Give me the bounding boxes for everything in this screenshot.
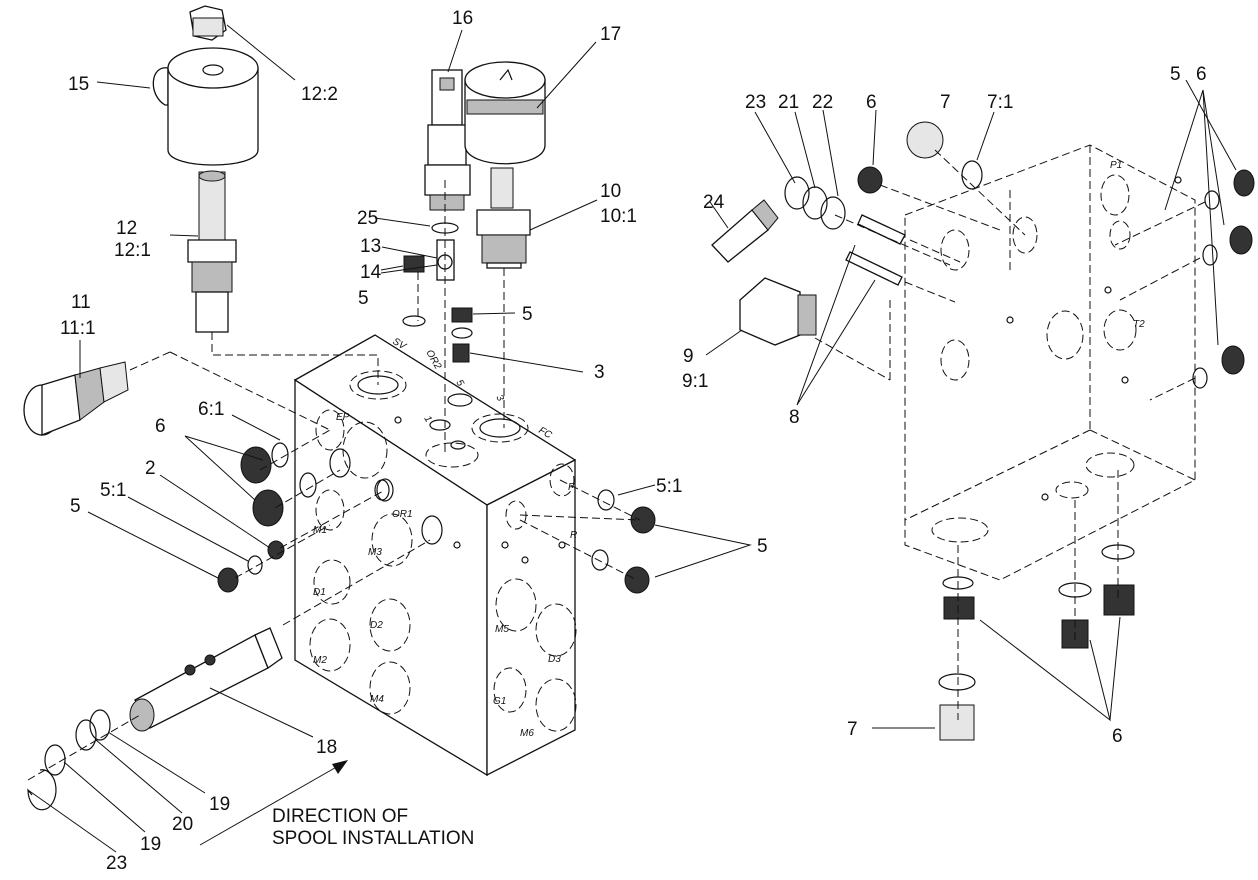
callout-12-2: 12:2 [301, 84, 338, 105]
port-label-m6: M6 [520, 728, 534, 739]
right-assembly-lines [814, 149, 1206, 720]
port-label-1: 1 [421, 414, 433, 424]
callout-6: 6 [155, 416, 166, 437]
callout-6-right-top: 6 [866, 92, 877, 113]
callout-8: 8 [789, 407, 800, 428]
callout-12: 12 [116, 218, 137, 239]
left-assembly-lines [27, 180, 641, 781]
plug-5-top-right [451, 307, 473, 363]
port-label-g1: G1 [493, 696, 506, 707]
retaining-ring-23 [27, 769, 57, 811]
callout-19-b: 19 [140, 834, 161, 855]
callout-16: 16 [452, 8, 473, 29]
plug-5-right-upper [597, 489, 656, 534]
right-bottom-plugs [938, 544, 1135, 741]
callout-9-1: 9:1 [682, 371, 708, 392]
callout-11: 11 [71, 292, 91, 313]
relief-cartridge-9 [739, 277, 817, 346]
callout-5-b: 5 [522, 304, 533, 325]
solenoid-stem [187, 170, 237, 333]
callout-14: 14 [360, 262, 382, 283]
plug-6-lower [252, 472, 317, 527]
plug-6-upper [240, 442, 289, 484]
leader-lines [27, 24, 1237, 853]
callout-6-1: 6:1 [198, 399, 224, 420]
callout-23-right: 23 [745, 92, 766, 113]
port-label-d3: D3 [548, 654, 561, 665]
callout-7-top: 7 [940, 92, 951, 113]
cartridge-valve-11 [23, 361, 129, 436]
o-ring-20 [89, 709, 111, 741]
backup-ring-19-b [44, 744, 66, 776]
plug-5-top-left [402, 255, 426, 327]
port-label-ep: EP [336, 412, 350, 423]
callout-5-1-right: 5:1 [656, 476, 682, 497]
adjustment-knob [464, 61, 546, 209]
port-label-m5: M5 [495, 624, 509, 635]
callout-20: 20 [172, 814, 193, 835]
callout-3: 3 [594, 362, 605, 383]
callout-10: 10 [600, 181, 621, 202]
port-label-3: 3 [493, 393, 506, 404]
caption-line-2: SPOOL INSTALLATION [272, 828, 474, 849]
callout-10-1: 10:1 [600, 206, 637, 227]
port-label-d2: D2 [370, 620, 383, 631]
plug-5-right-lower [591, 549, 650, 594]
callout-6-bottom: 6 [1112, 726, 1123, 747]
cartridge-valve-10 [476, 209, 531, 269]
needle-valve-24 [711, 199, 779, 263]
port-label-f: F [568, 482, 575, 493]
solenoid-coil [152, 5, 259, 166]
callout-13: 13 [360, 236, 381, 257]
backup-ring-19-a [75, 719, 97, 751]
caption-line-1: DIRECTION OF [272, 806, 408, 827]
port-label-5: 5 [453, 378, 466, 389]
right-manifold-block: P1 T2 [904, 144, 1196, 581]
callout-23-left: 23 [106, 853, 127, 874]
port-label-or1: OR1 [392, 509, 413, 520]
callout-5-right: 5 [757, 536, 768, 557]
callout-labels: 16 17 15 12:2 12 12:1 25 13 14 10 10:1 5… [60, 8, 1207, 874]
callout-18: 18 [316, 737, 337, 758]
callout-24: 24 [703, 192, 725, 213]
callout-21: 21 [778, 92, 799, 113]
callout-15: 15 [68, 74, 89, 95]
callout-11-1: 11:1 [60, 318, 96, 339]
port-label-r: R [570, 530, 577, 541]
left-manifold-block: SV OR2 5 3 1 FC EP OR1 M1 M3 D1 D2 M2 M4… [293, 334, 577, 777]
plug-5-left [217, 555, 263, 593]
callout-7-1: 7:1 [987, 92, 1013, 113]
port-label-p1: P1 [1110, 160, 1122, 171]
callout-22: 22 [812, 92, 833, 113]
callout-7-bottom: 7 [847, 719, 858, 740]
port-label-m3: M3 [368, 547, 382, 558]
port-label-d1: D1 [313, 587, 326, 598]
callout-6-right: 6 [1196, 64, 1207, 85]
callout-2: 2 [145, 458, 156, 479]
callout-12-1: 12:1 [114, 240, 151, 261]
callout-5-1-left: 5:1 [100, 480, 126, 501]
port-label-t2: T2 [1133, 319, 1145, 330]
callout-25: 25 [357, 208, 378, 229]
callout-5-left: 5 [70, 496, 81, 517]
callout-9: 9 [683, 346, 694, 367]
orifice-2 [267, 479, 390, 560]
callout-17: 17 [600, 24, 621, 45]
port-label-m2: M2 [313, 655, 327, 666]
pins-8 [845, 214, 906, 286]
callout-19-a: 19 [209, 794, 230, 815]
spool-direction-arrow [199, 760, 348, 846]
pressure-sensor [424, 69, 471, 211]
spool [129, 627, 283, 732]
port-label-m4: M4 [370, 694, 384, 705]
right-top-plugs [857, 121, 1255, 389]
callout-5-right-top: 5 [1170, 64, 1181, 85]
callout-5-a: 5 [358, 288, 369, 309]
